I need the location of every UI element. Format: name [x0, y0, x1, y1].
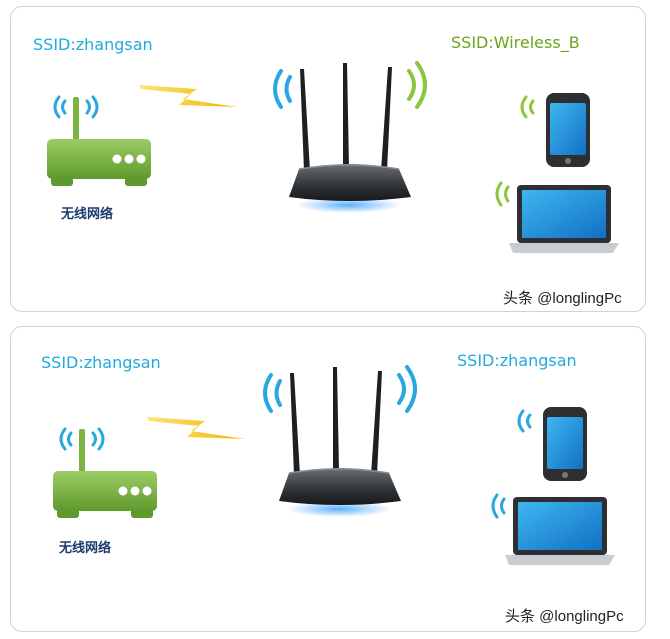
router-ssid-label: SSID:zhangsan [457, 351, 577, 370]
wireless-modem-icon [53, 427, 157, 518]
laptop-icon [495, 181, 619, 253]
wifi-signal-icon [520, 95, 535, 119]
wifi-signal-icon [491, 493, 506, 519]
modem-ssid-label: SSID:zhangsan [33, 35, 153, 54]
lightning-icon [139, 85, 237, 107]
watermark: 头条 @longlingPc [503, 290, 622, 307]
bottom-diagram-panel: SSID:zhangsan SSID:zhangsan 无线网络 [10, 326, 646, 632]
wifi-signal-icon [59, 427, 105, 451]
modem-ssid-label: SSID:zhangsan [41, 353, 161, 372]
watermark: 头条 @longlingPc [505, 608, 624, 625]
laptop-icon [491, 493, 615, 565]
smartphone-icon [520, 93, 590, 167]
modem-caption: 无线网络 [59, 541, 112, 556]
wireless-modem-icon [47, 95, 151, 186]
router-ssid-label: SSID:Wireless_B [451, 33, 580, 52]
wifi-signal-icon [263, 365, 417, 413]
wifi-signal-icon [495, 181, 510, 207]
modem-caption: 无线网络 [61, 207, 114, 222]
wifi-signal-icon [517, 409, 532, 433]
wireless-router-icon [263, 365, 417, 517]
wireless-router-icon [273, 61, 427, 213]
top-diagram-panel: SSID:zhangsan SSID:Wireless_B 无线网络 [10, 6, 646, 312]
wifi-signal-icon [53, 95, 99, 119]
smartphone-icon [517, 407, 587, 481]
wifi-signal-icon [273, 61, 427, 109]
lightning-icon [147, 417, 245, 439]
